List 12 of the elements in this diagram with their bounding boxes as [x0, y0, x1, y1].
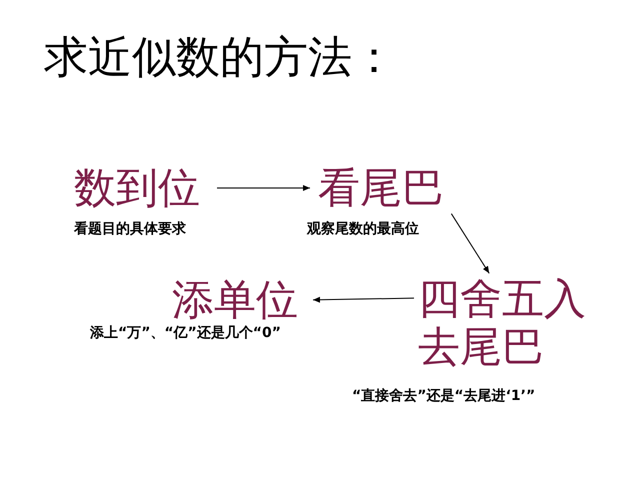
keyword-text: 添单位	[172, 276, 307, 324]
note-text: 观察尾数的最高位	[307, 220, 420, 239]
arrow	[312, 296, 414, 303]
title-text: 求近似数的方法：	[44, 31, 396, 85]
arrow	[216, 185, 310, 191]
keyword-text: 四舍五入去尾巴	[418, 275, 590, 371]
note-text: “直接舍去”还是“去尾进‘1’”	[352, 387, 536, 406]
note-text: 添上“万”、“亿”还是几个“0”	[90, 324, 282, 343]
keyword-text: 看尾巴	[318, 164, 453, 212]
arrow	[450, 213, 490, 274]
note-text: 看题目的具体要求	[74, 220, 187, 239]
keyword-text: 数到位	[74, 164, 209, 212]
